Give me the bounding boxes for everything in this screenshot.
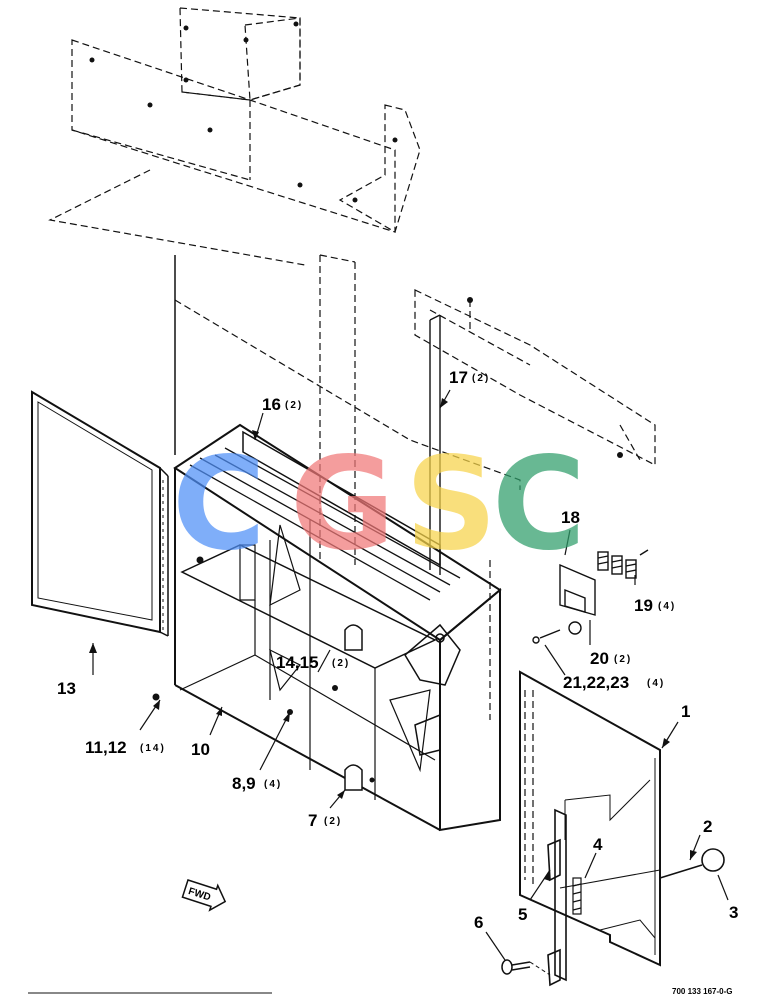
vertical-strap — [429, 314, 441, 575]
callout-1: 1 — [681, 702, 690, 721]
callout-18: 18 — [561, 508, 580, 527]
left-door-panel — [31, 390, 169, 637]
fwd-arrow-icon: FWD — [181, 879, 227, 912]
figure-number: 700 133 167-0-G — [672, 987, 733, 996]
callout-4: 4 — [593, 835, 603, 854]
watermark: C G S C — [172, 430, 586, 579]
callout-20-qty: (2) — [614, 654, 632, 665]
callout-16-qty: (2) — [285, 400, 303, 411]
callout-11-12-qty: (14) — [140, 743, 166, 754]
callout-17: 17 — [449, 368, 468, 387]
upper-frame-holes — [89, 21, 623, 458]
callout-21-22-23: 21,22,23 — [563, 673, 629, 692]
bolts — [152, 556, 375, 783]
callout-7: 7 — [308, 811, 317, 830]
callout-8-9-qty: (4) — [264, 779, 282, 790]
callout-16: 16 — [262, 395, 281, 414]
spring — [572, 877, 582, 915]
callouts: 1 2 3 4 5 6 7 (2) 8,9 (4) 10 11,12 (14) … — [57, 368, 738, 932]
callout-11-12: 11,12 — [85, 738, 127, 757]
callout-19-qty: (4) — [658, 601, 676, 612]
callout-2: 2 — [703, 817, 712, 836]
latch-assembly — [532, 549, 649, 644]
latch-bracket — [404, 623, 461, 756]
watermark-letter-1: C — [172, 430, 266, 579]
callout-17-qty: (2) — [472, 373, 490, 384]
callout-6: 6 — [474, 913, 483, 932]
leader-arrowheads — [89, 398, 697, 881]
upper-mounting-frame — [48, 7, 656, 885]
watermark-letter-4: C — [492, 430, 586, 579]
callout-21-22-23-qty: (4) — [647, 678, 665, 689]
callout-14-15-qty: (2) — [332, 658, 350, 669]
cabinet-box — [173, 423, 502, 832]
watermark-letter-2: G — [290, 430, 395, 579]
callout-5: 5 — [518, 905, 527, 924]
watermark-letter-3: S — [405, 430, 497, 579]
callout-10: 10 — [191, 740, 210, 759]
right-door-panel — [519, 670, 661, 967]
callout-8-9: 8,9 — [232, 774, 256, 793]
knob — [659, 848, 725, 879]
callout-13: 13 — [57, 679, 76, 698]
latch-rod — [547, 808, 567, 987]
callout-19: 19 — [634, 596, 653, 615]
callout-14-15: 14,15 — [276, 653, 319, 672]
callout-7-qty: (2) — [324, 816, 342, 827]
hinge-clips — [344, 624, 363, 791]
callout-20: 20 — [590, 649, 609, 668]
callout-3: 3 — [729, 903, 738, 922]
screw — [501, 959, 551, 976]
